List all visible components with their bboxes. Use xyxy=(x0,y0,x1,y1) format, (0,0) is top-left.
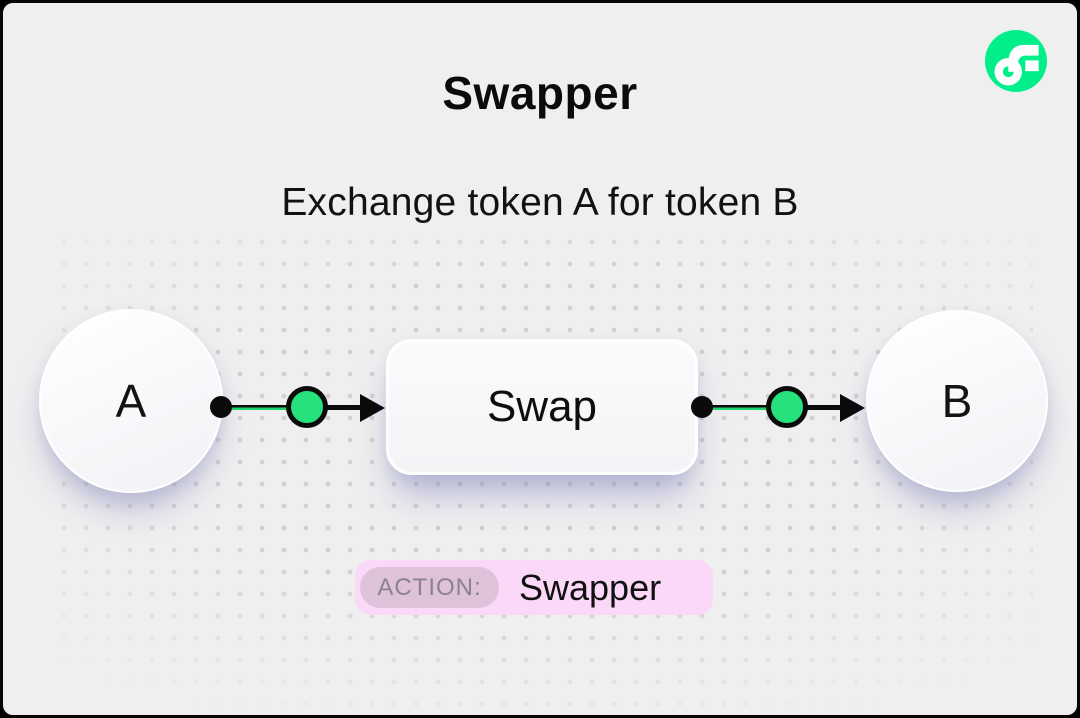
flow-logo-icon xyxy=(985,30,1047,92)
arrow-head-1 xyxy=(360,394,385,422)
action-badge-pill: ACTION: xyxy=(360,567,499,608)
edge-flowdot-2-to-b xyxy=(787,405,841,410)
node-swap: Swap xyxy=(386,339,698,475)
flow-dot-1 xyxy=(286,386,328,428)
node-token-b: B xyxy=(866,310,1048,492)
action-badge-label: ACTION: xyxy=(377,573,482,601)
node-token-a: A xyxy=(39,309,223,493)
edge-a-to-flowdot-1 xyxy=(221,405,307,410)
node-token-b-label: B xyxy=(941,375,973,427)
node-token-a-label: A xyxy=(115,375,147,427)
edge-flowdot-1-to-swap xyxy=(307,405,363,410)
flow-dot-2 xyxy=(766,386,808,428)
edge-swap-to-flowdot-2 xyxy=(702,405,787,410)
node-swap-label: Swap xyxy=(486,382,598,431)
action-badge-value: Swapper xyxy=(519,566,662,608)
port-dot-swap-output xyxy=(691,396,713,418)
action-badge: ACTION: Swapper xyxy=(355,560,713,615)
page-title: Swapper xyxy=(442,67,638,119)
arrow-head-2 xyxy=(840,394,865,422)
port-dot-a-output xyxy=(210,396,232,418)
page-subtitle: Exchange token A for token B xyxy=(281,181,799,224)
